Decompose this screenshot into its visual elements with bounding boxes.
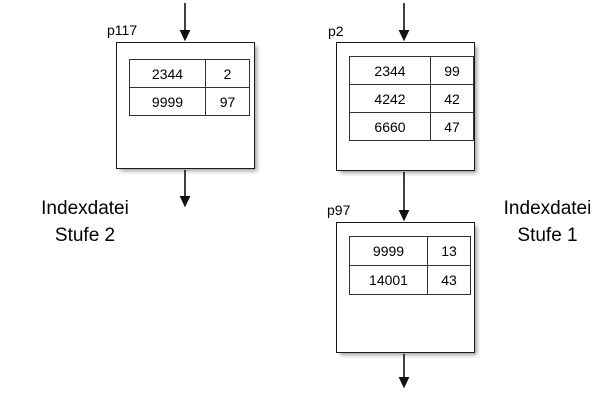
index-pointer-cell: 42 bbox=[430, 84, 474, 113]
table-row: 2344 2 bbox=[129, 59, 250, 88]
page-block-p2[interactable]: 2344 99 4242 42 6660 47 bbox=[336, 42, 475, 171]
index-pointer-cell: 99 bbox=[430, 56, 474, 85]
caption-right-line2: Stufe 1 bbox=[517, 225, 578, 246]
table-row: 2344 99 bbox=[349, 56, 474, 85]
table-row: 14001 43 bbox=[349, 265, 471, 295]
index-table-p117: 2344 2 9999 97 bbox=[129, 59, 250, 116]
page-label-p97: p97 bbox=[327, 202, 351, 218]
caption-right-line1: Indexdatei bbox=[503, 198, 592, 219]
index-key-cell: 2344 bbox=[349, 56, 431, 85]
index-pointer-cell: 97 bbox=[205, 87, 250, 116]
page-block-p97[interactable]: 9999 13 14001 43 bbox=[336, 222, 475, 353]
table-row: 4242 42 bbox=[349, 84, 474, 113]
page-label-p117: p117 bbox=[107, 22, 138, 38]
index-key-cell: 4242 bbox=[349, 84, 431, 113]
index-pointer-cell: 13 bbox=[427, 236, 471, 266]
caption-left-line2: Stufe 2 bbox=[54, 225, 116, 246]
index-key-cell: 6660 bbox=[349, 112, 431, 141]
table-row: 6660 47 bbox=[349, 112, 474, 141]
index-table-p97: 9999 13 14001 43 bbox=[349, 236, 471, 295]
index-key-cell: 2344 bbox=[129, 59, 206, 88]
caption-left-line1: Indexdatei bbox=[41, 198, 129, 219]
index-pointer-cell: 43 bbox=[427, 265, 471, 295]
caption-indexdatei-stufe-1: Indexdatei Stufe 1 bbox=[490, 195, 605, 249]
page-block-p117[interactable]: 2344 2 9999 97 bbox=[116, 42, 255, 169]
table-row: 9999 13 bbox=[349, 236, 471, 266]
index-pointer-cell: 2 bbox=[205, 59, 250, 88]
index-key-cell: 9999 bbox=[129, 87, 206, 116]
index-key-cell: 14001 bbox=[349, 265, 428, 295]
index-key-cell: 9999 bbox=[349, 236, 428, 266]
caption-indexdatei-stufe-2: Indexdatei Stufe 2 bbox=[10, 195, 160, 249]
index-table-p2: 2344 99 4242 42 6660 47 bbox=[349, 56, 474, 141]
page-label-p2: p2 bbox=[328, 23, 344, 39]
table-row: 9999 97 bbox=[129, 87, 250, 116]
index-pointer-cell: 47 bbox=[430, 112, 474, 141]
